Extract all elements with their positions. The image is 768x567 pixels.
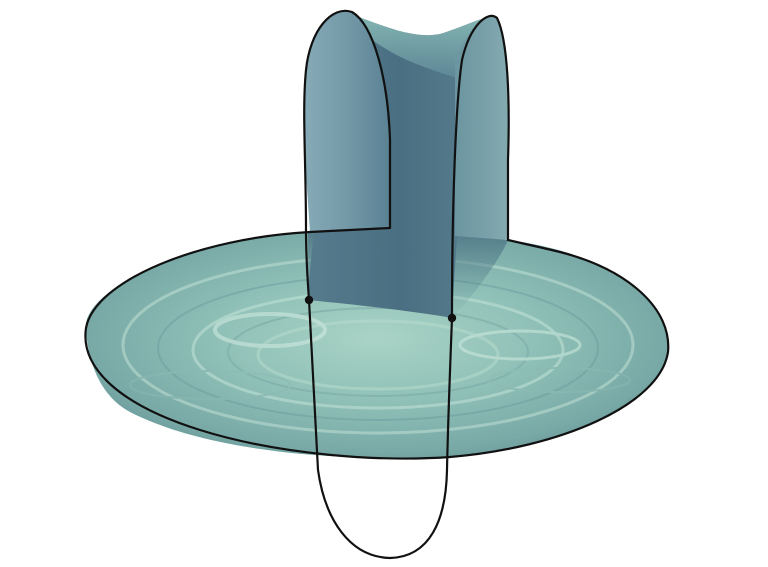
marked-point-right [448, 314, 456, 322]
marked-point-left [305, 296, 313, 304]
